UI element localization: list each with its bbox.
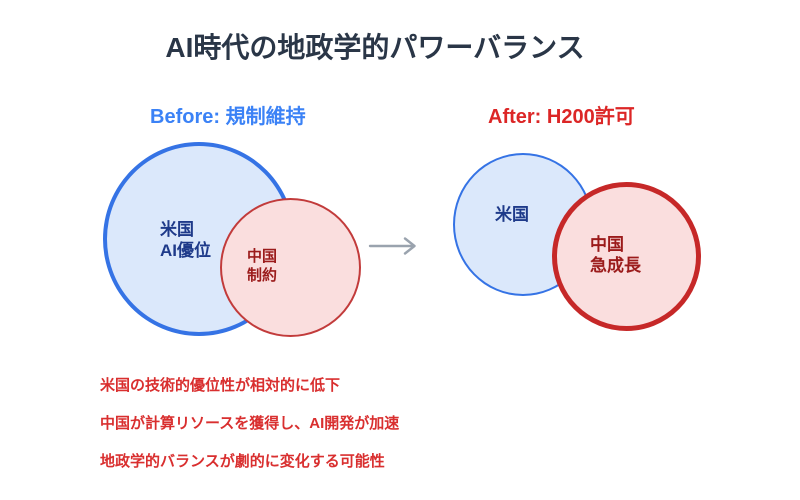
before-china-line1: 中国 [247,248,278,265]
before-label: Before: 規制維持 [150,106,306,128]
after-china-circle [552,182,701,331]
before-us-label: 米国 AI優位 [160,219,211,261]
after-china-label: 中国 急成長 [590,234,641,276]
note-line: 米国の技術的優位性が相対的に低下 [100,377,341,394]
after-us-line1: 米国 [495,205,529,224]
arrow-right-icon [368,237,416,255]
before-us-line2: AI優位 [160,241,211,260]
before-us-line1: 米国 [160,220,194,239]
before-china-label: 中国 制約 [247,247,277,285]
notes: 米国の技術的優位性が相対的に低下 中国が計算リソースを獲得し、AI開発が加速 地… [100,374,399,488]
before-china-line2: 制約 [247,267,278,284]
note-line: 中国が計算リソースを獲得し、AI開発が加速 [100,415,400,432]
after-china-line2: 急成長 [590,256,641,275]
after-label: After: H200許可 [488,106,635,128]
after-us-label: 米国 [495,204,529,225]
after-china-line1: 中国 [590,235,624,254]
page-title: AI時代の地政学的パワーバランス [165,32,585,63]
before-china-circle [220,198,361,337]
note-line: 地政学的バランスが劇的に変化する可能性 [100,453,385,470]
